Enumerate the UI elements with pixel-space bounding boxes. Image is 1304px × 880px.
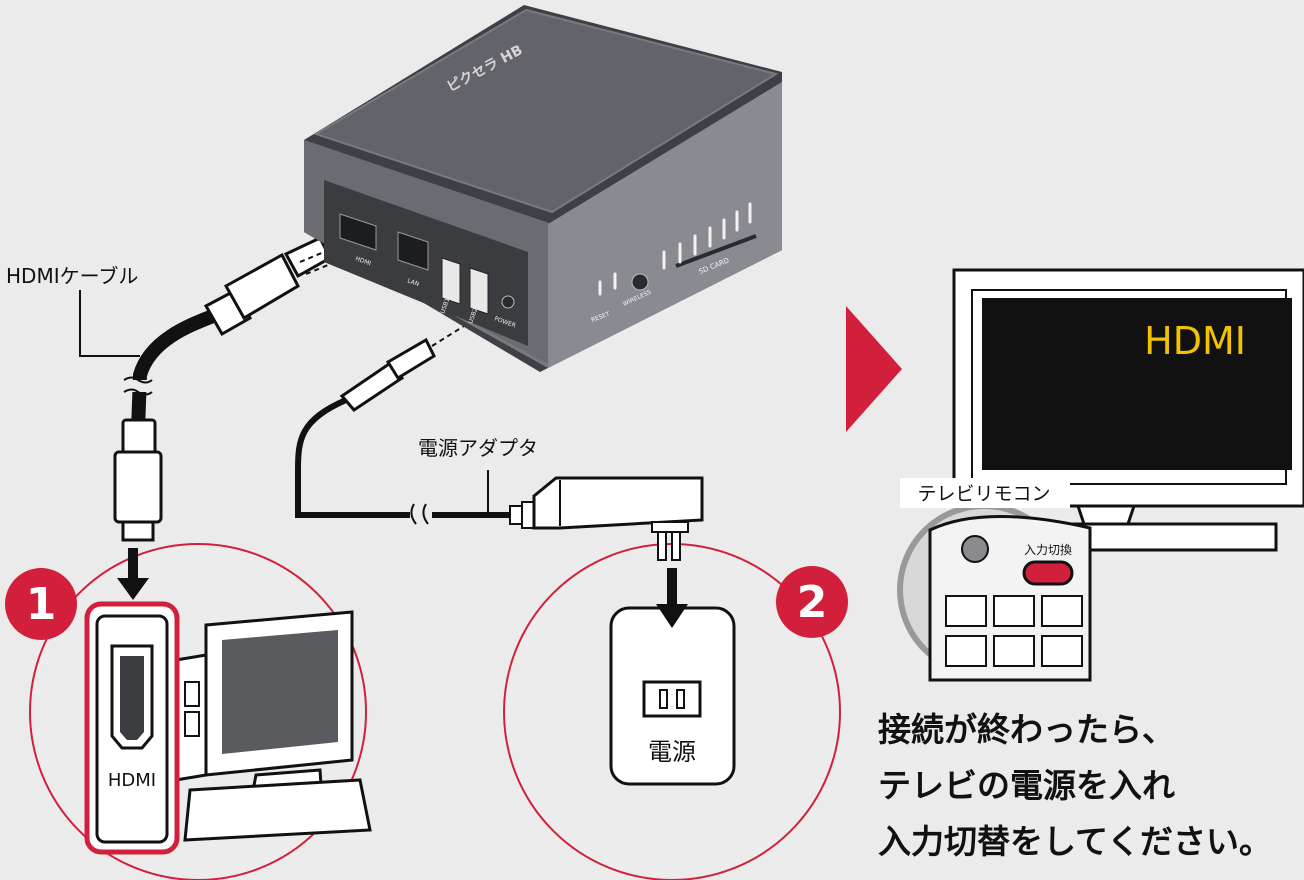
device-lan-port-label: LAN xyxy=(406,277,420,288)
next-step-arrow-icon xyxy=(846,306,902,432)
tv-screen-input-text: HDMI xyxy=(1144,319,1246,363)
down-arrow-icon xyxy=(117,548,149,600)
hdmi-cable-leader-line xyxy=(79,290,140,357)
hdmi-cable-icon xyxy=(113,231,381,542)
step-2-badge xyxy=(776,566,848,638)
remote-title: テレビリモコン xyxy=(917,483,1050,505)
pc-hdmi-port-callout xyxy=(84,601,180,855)
tv-remote-zoom xyxy=(897,478,1092,682)
television-icon xyxy=(952,268,1304,552)
power-adapter-icon xyxy=(509,476,704,561)
step-2-number: 2 xyxy=(797,577,828,628)
instruction-line: テレビの電源を入れ xyxy=(878,766,1175,805)
hdmi-cable-label: HDMIケーブル xyxy=(6,264,139,288)
input-switch-label: 入力切換 xyxy=(1024,543,1072,557)
outlet-label: 電源 xyxy=(648,738,696,766)
pc-hdmi-port-label: HDMI xyxy=(108,770,156,791)
power-adapter-label: 電源アダプタ xyxy=(418,436,538,460)
step-1-number: 1 xyxy=(26,579,57,630)
down-arrow-icon xyxy=(656,568,688,628)
media-device-icon xyxy=(304,5,782,372)
pc-monitor-icon xyxy=(174,610,372,842)
instruction-line: 接続が終わったら、 xyxy=(878,710,1175,749)
instruction-line: 入力切替をしてください。 xyxy=(878,822,1273,861)
step-1-badge xyxy=(5,568,77,640)
instruction-text: 接続が終わったら、 テレビの電源を入れ 入力切替をしてください。 xyxy=(878,702,1272,870)
